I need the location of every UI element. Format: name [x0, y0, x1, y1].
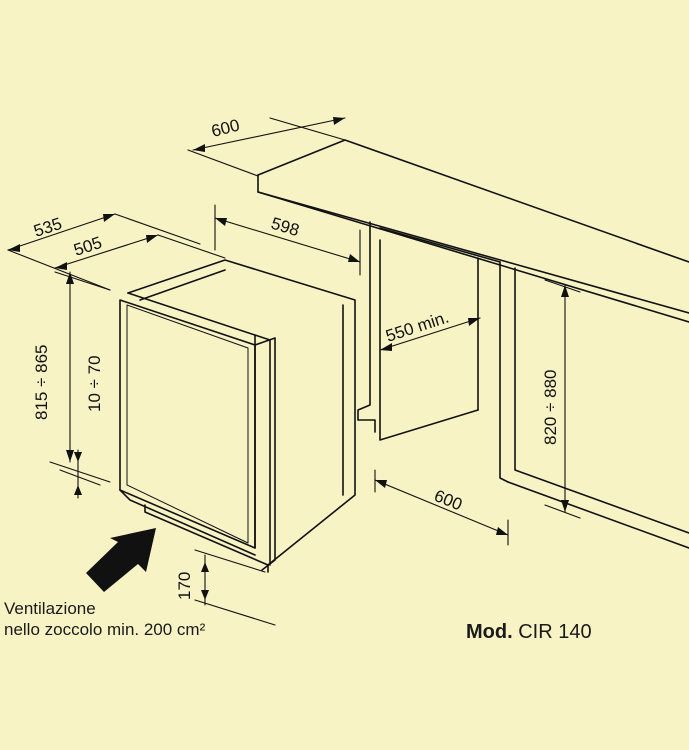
dim-535: 535 — [31, 214, 64, 241]
caption-line-2: nello zoccolo min. 200 cm² — [4, 620, 206, 639]
ventilation-arrow-icon — [86, 528, 156, 592]
caption-line-1: Ventilazione — [4, 599, 96, 618]
dim-600-top: 600 — [209, 116, 241, 141]
dim-820-880: 820 ÷ 880 — [541, 369, 560, 445]
dim-505: 505 — [71, 233, 104, 260]
dimension-lines — [7, 117, 581, 626]
worktop — [257, 139, 689, 323]
model-name: CIR 140 — [518, 621, 592, 643]
model-label: Mod. CIR 140 — [466, 621, 592, 644]
dim-815-865: 815 ÷ 865 — [32, 344, 51, 420]
dim-550-min: 550 min. — [383, 308, 451, 346]
dim-600-bottom: 600 — [432, 486, 465, 514]
dim-170: 170 — [175, 572, 194, 600]
arrowheads — [8, 117, 569, 600]
model-prefix: Mod. — [466, 621, 513, 643]
fridge-door — [119, 299, 276, 573]
ventilation-caption: Ventilazione nello zoccolo min. 200 cm² — [4, 598, 205, 640]
cabinet-niche — [357, 221, 689, 549]
dim-10-70: 10 ÷ 70 — [85, 355, 104, 412]
